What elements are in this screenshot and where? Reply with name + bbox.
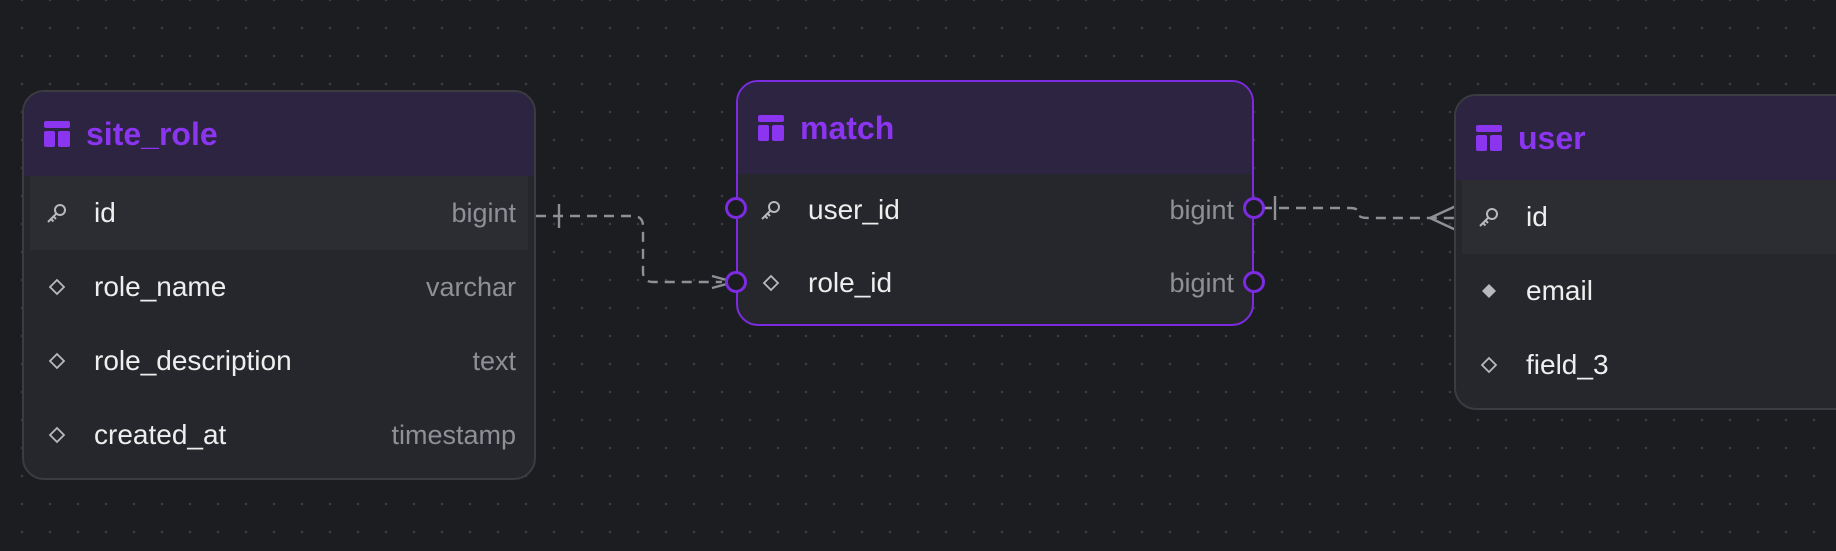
field-name: email [1526,275,1593,306]
field-row-email[interactable]: email [1456,254,1836,328]
table-site-role[interactable]: site_role id bigint role_name varchar ro… [22,90,536,480]
field-name: user_id [808,194,900,225]
field-row-id[interactable]: id bigint [30,176,528,250]
field-name: created_at [94,419,227,450]
diamond-outline-icon [44,274,70,300]
table-header[interactable]: match [738,82,1252,174]
field-type: bigint [1169,267,1234,298]
field-type: text [472,345,516,376]
diamond-outline-icon [758,270,784,296]
field-name: field_3 [1526,349,1609,380]
edge-match-to-user[interactable] [1262,196,1457,232]
field-type: varchar [425,271,516,302]
field-row-id[interactable]: id [1462,180,1836,254]
connection-handle-left-role-id[interactable] [725,271,747,293]
diamond-filled-icon [1476,278,1502,304]
field-row-user-id[interactable]: user_id bigint [738,174,1252,246]
field-row-role-description[interactable]: role_description text [24,324,534,398]
diamond-outline-icon [44,348,70,374]
field-name: role_description [94,345,292,376]
table-header[interactable]: user [1456,96,1836,180]
diamond-outline-icon [44,422,70,448]
field-type: bigint [1169,194,1234,225]
connection-handle-right-role-id[interactable] [1243,271,1265,293]
table-header[interactable]: site_role [24,92,534,176]
field-type: timestamp [391,419,516,450]
field-row-created-at[interactable]: created_at timestamp [24,398,534,472]
field-name: id [94,197,116,228]
field-name: id [1526,201,1548,232]
table-match[interactable]: match user_id bigint role_id bigint [736,80,1254,326]
connection-handle-left-user-id[interactable] [725,197,747,219]
field-name: role_id [808,267,893,298]
key-icon [758,197,784,223]
table-user[interactable]: user id email field_3 [1454,94,1836,410]
edge-site-role-to-match[interactable] [536,204,735,290]
field-name: role_name [94,271,227,302]
field-row-role-id[interactable]: role_id bigint [738,246,1252,320]
table-title: user [1518,119,1586,156]
key-icon [44,200,70,226]
field-type: bigint [451,197,516,228]
diamond-outline-icon [1476,352,1502,378]
field-row-field-3[interactable]: field_3 [1456,328,1836,402]
table-title: site_role [86,115,218,152]
key-icon [1476,204,1502,230]
table-icon [758,115,784,141]
table-title: match [800,109,895,146]
table-icon [44,121,70,147]
table-icon [1476,125,1502,151]
field-row-role-name[interactable]: role_name varchar [24,250,534,324]
connection-handle-right-user-id[interactable] [1243,197,1265,219]
